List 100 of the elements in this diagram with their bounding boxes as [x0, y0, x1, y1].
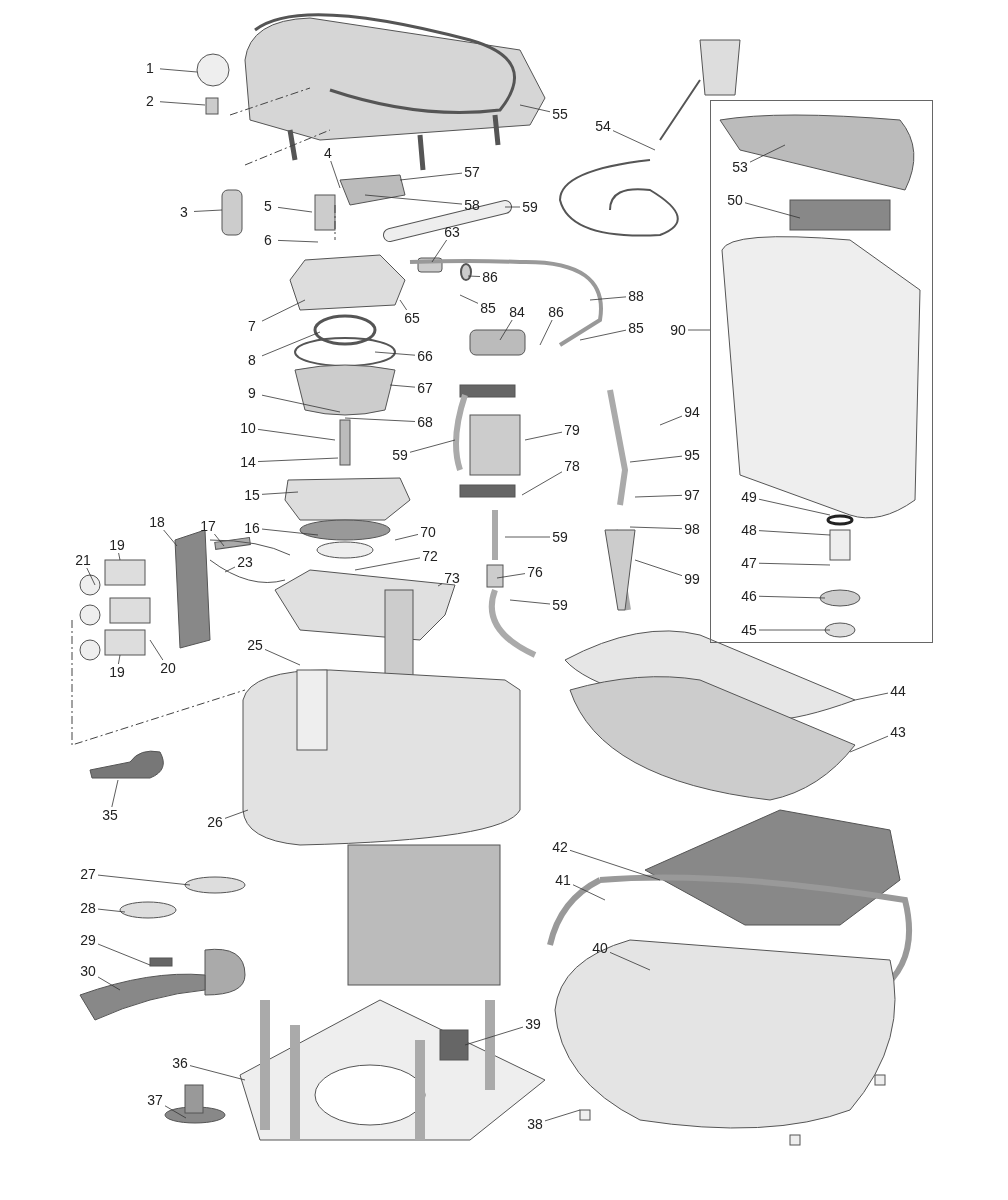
leader-line: [111, 779, 119, 808]
leader-line: [431, 239, 448, 263]
leader-line: [579, 329, 627, 341]
callout-number: 88: [628, 288, 644, 304]
leader-line: [569, 849, 661, 881]
leader-line: [854, 692, 889, 701]
callout-number: 58: [464, 197, 480, 213]
callout-number: 42: [552, 839, 568, 855]
leader-line: [193, 209, 223, 212]
callout-number: 26: [207, 814, 223, 830]
callout-number: 73: [444, 570, 460, 586]
leader-line: [257, 457, 339, 462]
leader-line: [118, 654, 121, 665]
callout-number: 8: [248, 352, 256, 368]
callout-number: 70: [420, 524, 436, 540]
callout-number: 55: [552, 106, 568, 122]
leader-line: [758, 530, 831, 536]
callout-number: 30: [80, 963, 96, 979]
leader-line: [524, 431, 563, 441]
callout-number: 5: [264, 198, 272, 214]
callout-number: 20: [160, 660, 176, 676]
callout-number: 45: [741, 622, 757, 638]
leader-line: [544, 1109, 581, 1122]
callout-number: 57: [464, 164, 480, 180]
callout-number: 59: [552, 529, 568, 545]
leader-line: [344, 417, 416, 422]
callout-number: 35: [102, 807, 118, 823]
callout-number: 39: [525, 1016, 541, 1032]
leader-line: [364, 194, 463, 205]
callout-number: 68: [417, 414, 433, 430]
callout-number: 97: [684, 487, 700, 503]
leader-line: [118, 552, 121, 561]
callout-number: 19: [109, 664, 125, 680]
callout-number: 7: [248, 318, 256, 334]
callout-number: 86: [482, 269, 498, 285]
leader-line: [519, 104, 551, 113]
callout-number: 41: [555, 872, 571, 888]
leader-line: [189, 1065, 246, 1081]
leader-line: [521, 471, 563, 496]
leader-line: [437, 583, 443, 587]
callout-number: 53: [732, 159, 748, 175]
callout-number: 79: [564, 422, 580, 438]
callout-number: 49: [741, 489, 757, 505]
leader-line: [499, 319, 513, 341]
leader-line: [539, 319, 553, 346]
leader-line: [758, 595, 826, 599]
leader-line: [744, 202, 801, 219]
callout-number: 9: [248, 385, 256, 401]
callout-number: 44: [890, 683, 906, 699]
callout-number: 16: [244, 520, 260, 536]
callout-number: 99: [684, 571, 700, 587]
leader-line: [261, 299, 306, 322]
leader-line: [687, 329, 711, 331]
leader-line: [214, 533, 225, 547]
callout-number: 18: [149, 514, 165, 530]
leader-line: [849, 735, 889, 753]
callout-number: 15: [244, 487, 260, 503]
leader-line: [504, 536, 551, 538]
callout-number: 23: [237, 554, 253, 570]
callout-number: 17: [200, 518, 216, 534]
callout-number: 94: [684, 404, 700, 420]
leader-line: [509, 599, 551, 605]
callout-number: 50: [727, 192, 743, 208]
callout-number: 86: [548, 304, 564, 320]
leader-line: [261, 394, 341, 413]
callout-number: 85: [480, 300, 496, 316]
callout-number: 47: [741, 555, 757, 571]
leader-line: [659, 415, 683, 426]
callout-number: 72: [422, 548, 438, 564]
leader-line: [758, 562, 831, 566]
leader-line: [612, 130, 656, 151]
leader-line: [758, 629, 831, 631]
callout-number: 63: [444, 224, 460, 240]
callout-number: 66: [417, 348, 433, 364]
leader-line: [261, 331, 321, 357]
leader-line: [277, 206, 313, 213]
callout-number: 54: [595, 118, 611, 134]
leader-line: [374, 351, 416, 356]
callout-number: 85: [628, 320, 644, 336]
callout-number: 25: [247, 637, 263, 653]
callout-number: 78: [564, 458, 580, 474]
leader-line: [609, 952, 651, 971]
leader-line: [496, 573, 526, 579]
leader-line: [257, 429, 336, 441]
leader-line: [97, 874, 191, 886]
callout-number: 59: [552, 597, 568, 613]
leader-line: [354, 557, 421, 571]
leader-line: [572, 884, 606, 901]
leader-line: [634, 559, 683, 577]
leader-line: [261, 528, 319, 536]
callout-number: 84: [509, 304, 525, 320]
leader-line: [86, 567, 96, 586]
callout-number: 29: [80, 932, 96, 948]
leader-line: [504, 206, 521, 208]
leader-line: [277, 240, 319, 243]
leader-line: [149, 639, 164, 661]
callout-number: 1: [146, 60, 154, 76]
leader-line: [634, 494, 683, 498]
leader-line: [459, 294, 479, 304]
callout-number: 3: [180, 204, 188, 220]
